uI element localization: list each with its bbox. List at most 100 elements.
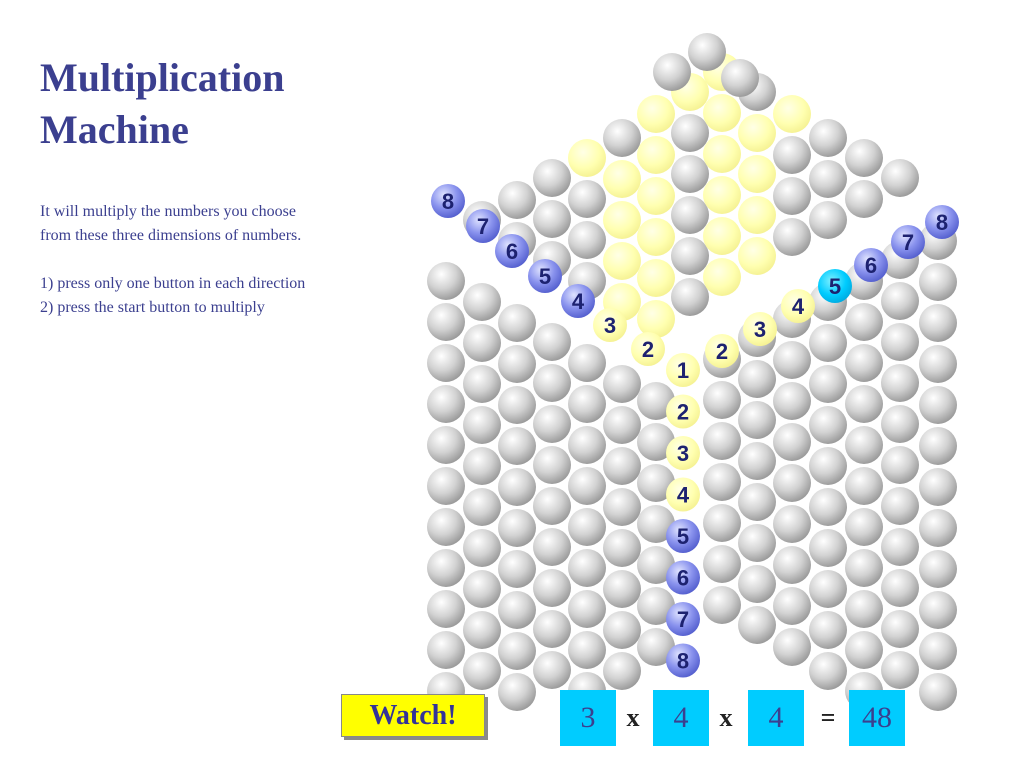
ball — [498, 591, 536, 629]
vertical-number-button[interactable]: 2 — [666, 394, 700, 429]
ball — [603, 406, 641, 444]
ball — [703, 463, 741, 501]
left-button-ball — [593, 308, 627, 342]
inner-ball — [703, 258, 741, 296]
right-button-label: 4 — [792, 294, 805, 319]
ball — [498, 673, 536, 711]
left-number-button[interactable]: 6 — [495, 234, 529, 268]
vertical-button-label: 4 — [677, 483, 690, 508]
ball — [427, 549, 465, 587]
ball — [919, 591, 957, 629]
inner-ball — [773, 95, 811, 133]
ball — [703, 545, 741, 583]
right-number-button[interactable]: 6 — [854, 248, 888, 282]
ball — [568, 631, 606, 669]
ball — [919, 263, 957, 301]
ball — [881, 282, 919, 320]
inner-ball — [738, 114, 776, 152]
right-button-ball — [891, 225, 925, 259]
ball — [653, 53, 691, 91]
ball — [568, 426, 606, 464]
right-button-label: 2 — [716, 339, 728, 364]
left-button-ball — [495, 234, 529, 268]
vertical-number-button[interactable]: 3 — [666, 436, 700, 470]
ball — [773, 505, 811, 543]
ball — [463, 652, 501, 690]
ball — [809, 570, 847, 608]
ball — [671, 237, 709, 275]
equals-sign: = — [820, 703, 836, 732]
ball — [427, 385, 465, 423]
right-number-button[interactable]: 5 — [818, 269, 852, 303]
vertical-button-label: 2 — [677, 400, 689, 425]
vertical-number-button[interactable]: 8 — [666, 643, 700, 678]
ball — [533, 200, 571, 238]
left-number-button[interactable]: 3 — [593, 308, 627, 342]
ball — [773, 423, 811, 461]
left-number-button[interactable]: 7 — [466, 209, 500, 243]
right-number-button[interactable]: 2 — [705, 334, 739, 368]
ball — [773, 177, 811, 215]
ball — [498, 181, 536, 219]
ball — [533, 364, 571, 402]
left-number-button[interactable]: 4 — [561, 284, 595, 318]
left-button-ball — [431, 184, 465, 218]
ball — [463, 611, 501, 649]
ball — [498, 304, 536, 342]
ball — [738, 606, 776, 644]
times-sign-1: x — [626, 703, 640, 732]
ball — [845, 385, 883, 423]
vertical-button-ball — [666, 643, 700, 678]
ball — [568, 590, 606, 628]
inner-ball — [637, 218, 675, 256]
vertical-number-button[interactable]: 1 — [666, 353, 700, 387]
ball — [773, 136, 811, 174]
ball — [919, 632, 957, 670]
instructions: It will multiply the numbers you choose … — [40, 200, 400, 320]
vertical-button-ball — [666, 394, 700, 429]
ball — [919, 386, 957, 424]
ball — [533, 487, 571, 525]
ball — [603, 447, 641, 485]
ball — [463, 283, 501, 321]
left-number-button[interactable]: 5 — [528, 259, 562, 293]
vertical-number-button[interactable]: 4 — [666, 477, 700, 512]
right-number-button[interactable]: 4 — [781, 289, 815, 323]
ball — [533, 528, 571, 566]
ball — [809, 488, 847, 526]
ball — [533, 610, 571, 648]
ball — [809, 365, 847, 403]
vertical-number-button[interactable]: 6 — [666, 560, 700, 595]
left-number-button[interactable]: 8 — [431, 184, 465, 218]
ball — [738, 360, 776, 398]
ball — [568, 180, 606, 218]
ball — [427, 467, 465, 505]
left-number-button[interactable]: 2 — [631, 332, 665, 366]
ball — [809, 119, 847, 157]
inner-ball — [738, 155, 776, 193]
vertical-button-label: 1 — [677, 358, 689, 383]
inner-ball — [603, 242, 641, 280]
ball — [773, 382, 811, 420]
inner-ball — [738, 196, 776, 234]
ball — [773, 587, 811, 625]
right-number-button[interactable]: 8 — [925, 205, 959, 239]
left-button-label: 8 — [442, 189, 454, 214]
vertical-number-button[interactable]: 5 — [666, 519, 700, 553]
ball — [919, 468, 957, 506]
ball — [498, 509, 536, 547]
right-number-button[interactable]: 3 — [743, 312, 777, 346]
inner-ball — [703, 94, 741, 132]
ball — [671, 155, 709, 193]
description-line-1: It will multiply the numbers you choose — [40, 203, 296, 220]
ball — [845, 139, 883, 177]
watch-button[interactable]: Watch! — [341, 694, 485, 737]
right-number-button[interactable]: 7 — [891, 225, 925, 259]
ball — [671, 278, 709, 316]
ball — [427, 508, 465, 546]
ball — [603, 119, 641, 157]
vertical-button-ball — [666, 353, 700, 387]
vertical-button-label: 5 — [677, 524, 689, 549]
vertical-number-button[interactable]: 7 — [666, 602, 700, 636]
